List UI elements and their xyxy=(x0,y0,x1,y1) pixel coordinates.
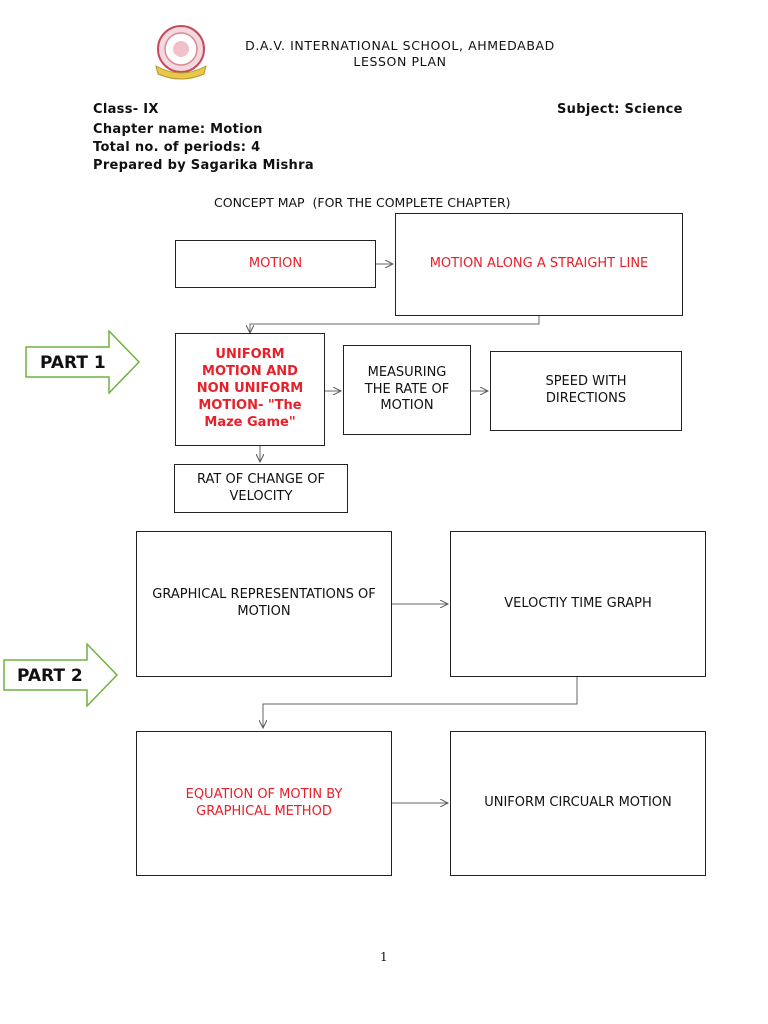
concept-map-title: CONCEPT MAP (FOR THE COMPLETE CHAPTER) xyxy=(214,195,511,210)
node-uniform-motion: UNIFORM MOTION AND NON UNIFORM MOTION- "… xyxy=(175,333,325,446)
school-name: D.A.V. INTERNATIONAL SCHOOL, AHMEDABAD xyxy=(245,38,555,53)
class-label: Class- IX xyxy=(93,102,159,117)
node-speed-directions: SPEED WITH DIRECTIONS xyxy=(490,351,682,431)
part-1-arrow xyxy=(25,329,141,395)
node-uniform-circular-motion: UNIFORM CIRCUALR MOTION xyxy=(450,731,706,876)
prepared-by-label: Prepared by Sagarika Mishra xyxy=(93,158,314,173)
school-logo xyxy=(148,22,214,80)
node-velocity-time-graph: VELOCTIY TIME GRAPH xyxy=(450,531,706,677)
periods-label: Total no. of periods: 4 xyxy=(93,140,261,155)
node-motion-straight-line: MOTION ALONG A STRAIGHT LINE xyxy=(395,213,683,316)
part-2-arrow xyxy=(3,642,119,708)
node-motion: MOTION xyxy=(175,240,376,288)
document-type: LESSON PLAN xyxy=(353,54,447,69)
node-equation-of-motion: EQUATION OF MOTIN BY GRAPHICAL METHOD xyxy=(136,731,392,876)
subject-label: Subject: Science xyxy=(557,102,683,117)
chapter-label: Chapter name: Motion xyxy=(93,122,263,137)
node-measuring-rate: MEASURING THE RATE OF MOTION xyxy=(343,345,471,435)
part-1-label: PART 1 xyxy=(40,353,106,373)
page-number: 1 xyxy=(380,950,388,964)
node-graphical-representations: GRAPHICAL REPRESENTATIONS OF MOTION xyxy=(136,531,392,677)
node-rate-change-velocity: RAT OF CHANGE OF VELOCITY xyxy=(174,464,348,513)
part-2-label: PART 2 xyxy=(17,666,83,686)
